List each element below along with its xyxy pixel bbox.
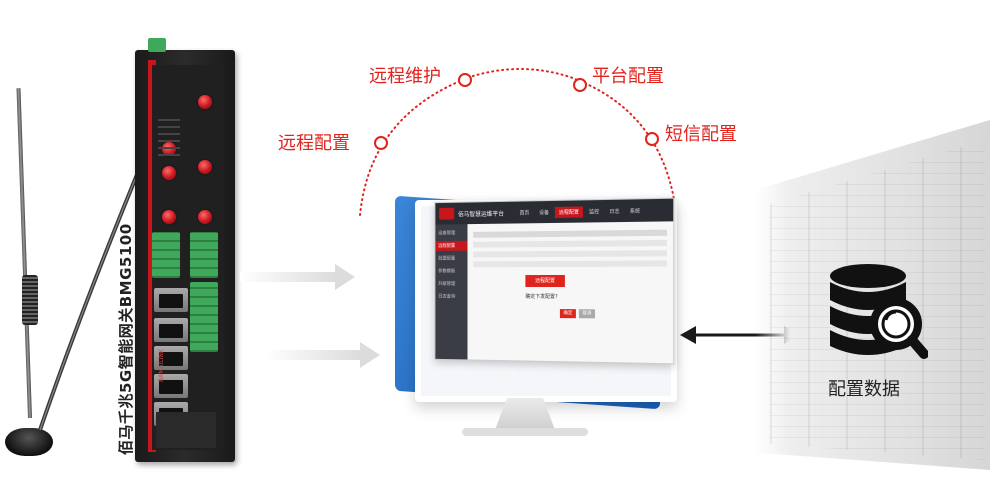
terminal-block <box>190 282 218 352</box>
arc-node-remote-maintenance <box>458 73 472 87</box>
ui-sidebar-item-active[interactable]: 远程配置 <box>435 241 467 251</box>
database-search-icon <box>828 262 928 367</box>
ui-tab[interactable]: 系统 <box>626 205 645 217</box>
ui-tab-active[interactable]: 远程配置 <box>555 206 583 217</box>
ui-table-row <box>473 250 667 257</box>
device-caption: 佰马千兆5G智能网关BMG5100 <box>115 223 136 455</box>
antenna-port <box>198 160 212 174</box>
ui-sidebar-item[interactable]: 参数模板 <box>435 266 467 276</box>
antenna-port <box>198 210 212 224</box>
ui-remote-config-button[interactable]: 远程配置 <box>525 275 565 287</box>
ui-cancel-button[interactable]: 取消 <box>579 309 595 318</box>
power-terminal <box>148 38 166 52</box>
label-remote-config: 远程配置 <box>278 129 350 155</box>
ui-sidebar-item[interactable]: 日志查询 <box>435 292 467 302</box>
ui-table-header <box>473 230 667 238</box>
ui-table-row <box>473 260 667 267</box>
management-ui-window: 佰马智慧运维平台 首页 设备 远程配置 监控 日志 系统 设备管理 远程配置 批… <box>434 198 674 365</box>
terminal-block <box>152 232 180 278</box>
ui-dialog-text: 确定下发配置? <box>525 293 557 300</box>
arc-node-remote-config <box>374 136 388 150</box>
antenna-port <box>162 210 176 224</box>
terminal-block <box>190 232 218 278</box>
device-logo-area <box>156 412 216 448</box>
ui-title: 佰马智慧运维平台 <box>458 208 504 218</box>
label-platform-config: 平台配置 <box>592 62 664 88</box>
ui-sidebar-item[interactable]: 升级管理 <box>435 279 467 289</box>
ui-body: 设备管理 远程配置 批量配置 参数模板 升级管理 日志查询 远程配置 确定下发配… <box>435 221 673 363</box>
antenna-port <box>198 95 212 109</box>
ethernet-port <box>154 288 188 312</box>
ui-main-content: 远程配置 确定下发配置? 确定 取消 <box>468 221 674 363</box>
ui-tab[interactable]: 日志 <box>605 205 623 216</box>
ui-confirm-button[interactable]: 确定 <box>560 309 576 318</box>
arc-node-platform-config <box>573 78 587 92</box>
label-remote-maintenance: 远程维护 <box>369 62 441 88</box>
ui-tabs: 首页 设备 远程配置 监控 日志 系统 <box>516 205 645 218</box>
ui-sidebar-item[interactable]: 设备管理 <box>435 228 467 238</box>
ui-sidebar-item[interactable]: 批量配置 <box>435 254 467 264</box>
label-sms-config: 短信配置 <box>665 120 737 146</box>
flow-arrow <box>265 340 385 370</box>
monitor-foot <box>462 428 588 436</box>
ui-sidebar: 设备管理 远程配置 批量配置 参数模板 升级管理 日志查询 <box>435 224 467 359</box>
database-caption: 配置数据 <box>828 375 900 401</box>
antenna-port <box>162 166 176 180</box>
flow-arrow <box>240 262 360 292</box>
ui-tab[interactable]: 首页 <box>516 207 534 218</box>
ui-tab[interactable]: 监控 <box>585 206 603 217</box>
ui-tab[interactable]: 设备 <box>535 206 553 217</box>
ui-table-row <box>473 240 667 248</box>
status-leds <box>158 118 180 156</box>
device-brand-label: BAMAILINK <box>158 322 168 382</box>
ui-logo <box>439 208 454 220</box>
monitor-stand <box>495 398 555 430</box>
arc-node-sms-config <box>645 132 659 146</box>
ui-topbar: 佰马智慧运维平台 首页 设备 远程配置 监控 日志 系统 <box>435 199 673 225</box>
